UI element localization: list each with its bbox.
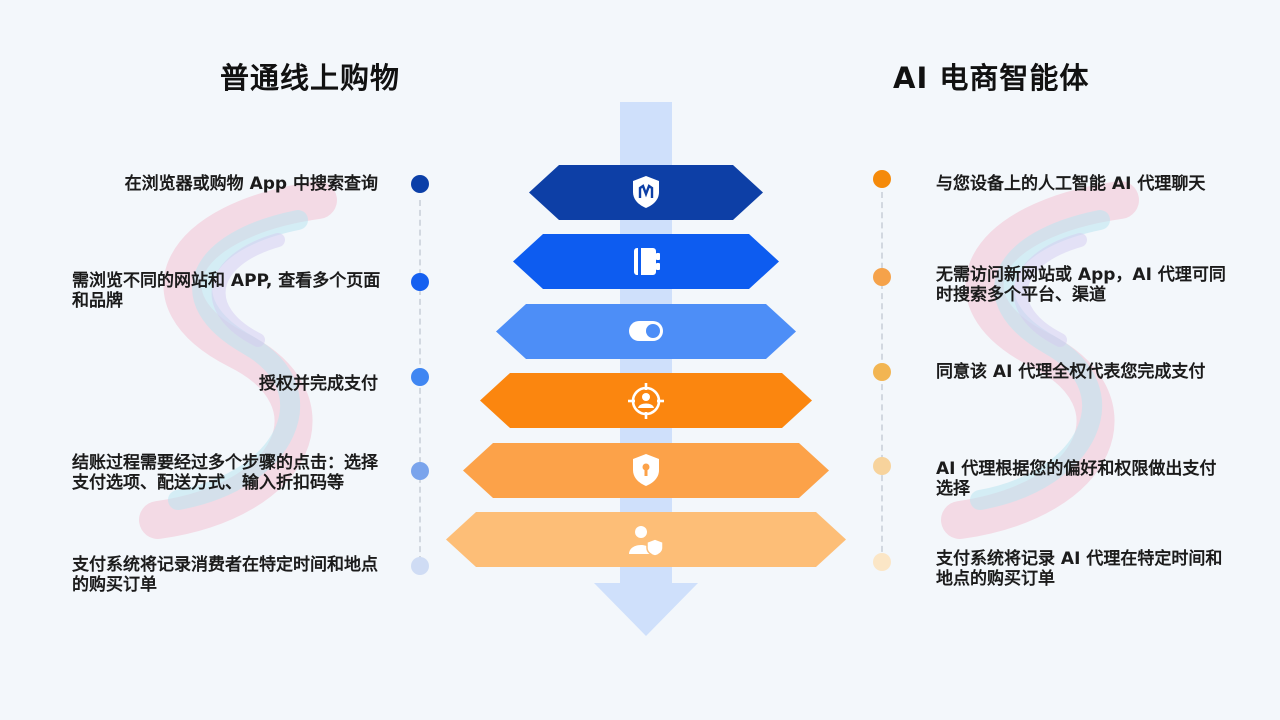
right-step-4-text: AI 代理根据您的偏好和权限做出支付选择 (936, 459, 1217, 499)
right-step-5-dot (873, 553, 891, 571)
right-step-1-text: 与您设备上的人工智能 AI 代理聊天 (936, 174, 1206, 194)
target-person-icon (626, 381, 666, 421)
left-step-1-text: 在浏览器或购物 App 中搜索查询 (124, 174, 378, 194)
background-swirl-left (139, 181, 337, 539)
left-step-2-dot (411, 273, 429, 291)
user-shield-icon (626, 520, 666, 560)
left-step-1-dot (411, 175, 429, 193)
arrow-head (594, 583, 698, 636)
right-step-3-text: 同意该 AI 代理全权代表您完成支付 (936, 362, 1206, 382)
ai-shield-icon (626, 172, 666, 212)
left-column-title: 普通线上购物 (220, 61, 401, 95)
security-shield-icon (626, 450, 666, 490)
right-step-1-dot (873, 170, 891, 188)
right-step-3-dot (873, 363, 891, 381)
left-step-4-text: 结账过程需要经过多个步骤的点击：选择支付选项、配送方式、输入折扣码等 (72, 453, 378, 493)
background-swirl-right (941, 181, 1139, 539)
right-step-2-dot (873, 268, 891, 286)
right-step-5-text: 支付系统将记录 AI 代理在特定时间和地点的购买订单 (936, 549, 1223, 589)
left-step-5-dot (411, 557, 429, 575)
left-step-2-text: 需浏览不同的网站和 APP, 查看多个页面和品牌 (72, 271, 381, 311)
chevron-6 (446, 512, 846, 567)
left-step-4-dot (411, 462, 429, 480)
left-step-3-text: 授权并完成支付 (259, 374, 378, 394)
right-step-2-text: 无需访问新网站或 App，AI 代理可同时搜索多个平台、渠道 (936, 265, 1226, 305)
left-step-3-dot (411, 368, 429, 386)
right-column-title: AI 电商智能体 (893, 61, 1090, 95)
left-step-5-text: 支付系统将记录消费者在特定时间和地点的购买订单 (72, 555, 378, 595)
right-step-4-dot (873, 457, 891, 475)
toggle-switch-icon (626, 311, 666, 351)
notebook-icon (626, 241, 666, 281)
